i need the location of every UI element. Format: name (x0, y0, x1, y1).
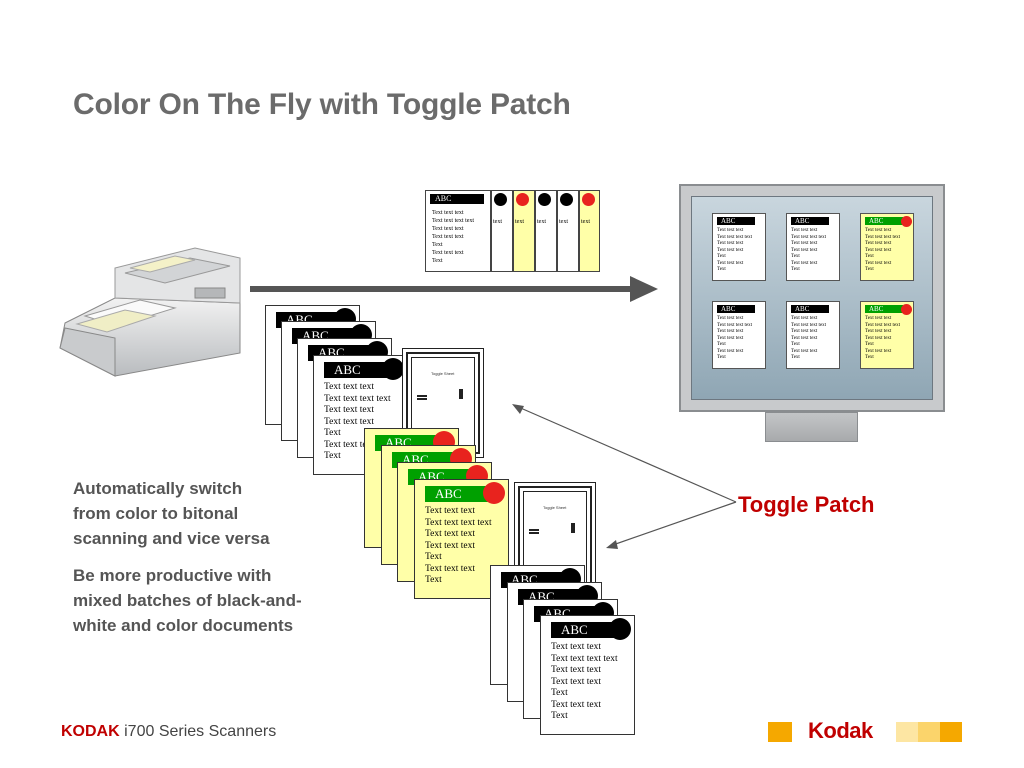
monitor-stand (765, 412, 858, 442)
footer-product: i700 Series Scanners (124, 723, 277, 740)
footer-brand: KODAK i700 Series Scanners (61, 723, 276, 741)
strip-doc-color: text (513, 190, 535, 272)
bullet-productivity: Be more productive with mixed batches of… (73, 566, 302, 635)
footer-brand-name: KODAK (61, 723, 120, 740)
strip-doc: text (557, 190, 579, 272)
doc-dot (494, 193, 507, 206)
doc-dot (516, 193, 529, 206)
footer-swatch (940, 722, 962, 742)
doc-dot (538, 193, 551, 206)
doc-dot (560, 193, 573, 206)
strip-doc: text (535, 190, 557, 272)
flow-arrow (250, 276, 658, 302)
strip-doc: text (491, 190, 513, 272)
toggle-patch-label: Toggle Patch (738, 492, 875, 517)
footer-swatch (918, 722, 940, 742)
bullet-auto-switch: Automatically switch from color to biton… (73, 479, 270, 548)
kodak-logo: Kodak (808, 718, 873, 743)
callout-lines (512, 404, 737, 549)
page-title: Color On The Fly with Toggle Patch (73, 88, 571, 121)
doc-dot (582, 193, 595, 206)
scanner-image (59, 247, 241, 377)
strip-doc-color: text (579, 190, 600, 272)
doc-header: ABC (430, 194, 484, 204)
footer-swatch (768, 722, 792, 742)
footer-swatch (896, 722, 920, 742)
